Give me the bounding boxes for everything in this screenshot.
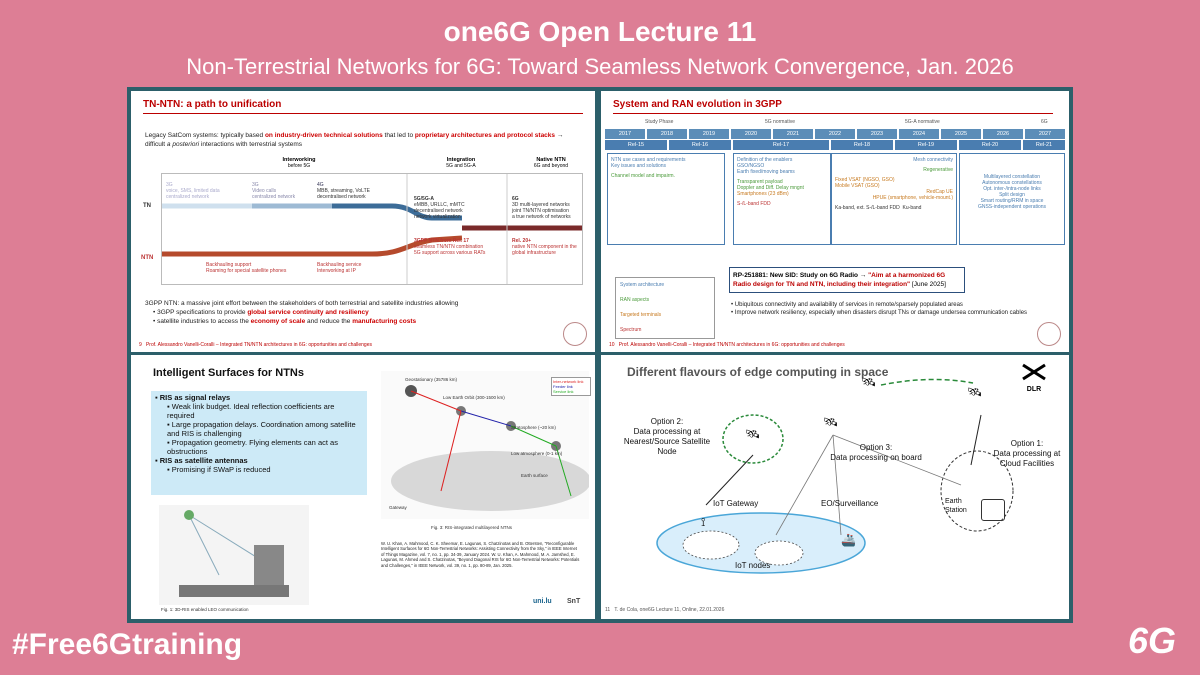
satellite-icon: 🛰	[861, 375, 877, 389]
col-integration: Integration 5G and 5G-A	[446, 157, 476, 169]
rp-251881-box: RP-251881: New SID: Study on 6G Radio → …	[729, 267, 965, 293]
tn-label: TN	[143, 203, 151, 209]
gen-5g: 5G/5G-A eMBB, URLLC, mMTC decentralised …	[414, 196, 465, 220]
release-cell: Rel-16	[669, 140, 731, 150]
col-interworking: Interworking before 5G	[282, 157, 316, 169]
gen-3g-a: 3G voice, SMS, limited data centralized …	[166, 182, 220, 200]
fig1-caption: Fig. 1: 3D-RIS enabled LEO communication	[161, 607, 249, 612]
ntn-backhaul: Backhauling support Roaming for special …	[206, 262, 287, 274]
effort-text: 3GPP NTN: a massive joint effort between…	[145, 300, 459, 325]
hashtag: #Free6Gtraining	[12, 628, 243, 661]
year-cell: 2026	[983, 129, 1023, 139]
year-cell: 2018	[647, 129, 687, 139]
timeline: 2017 2018 2019 2020 2021 2022 2023 2024 …	[605, 129, 1065, 151]
year-cell: 2021	[773, 129, 813, 139]
release-cell: Rel-19	[895, 140, 957, 150]
option1-label: Option 1: Data processing at Cloud Facil…	[993, 439, 1061, 468]
slide-tn-ntn: TN-NTN: a path to unification Legacy Sat…	[131, 91, 595, 352]
year-cell: 2017	[605, 129, 645, 139]
year-cell: 2024	[899, 129, 939, 139]
iot-nodes-label: IoT nodes	[735, 561, 771, 570]
slide-ris: Intelligent Surfaces for NTNs ▪ RIS as s…	[131, 355, 595, 619]
slide2-bullets: • Ubiquitous connectivity and availabili…	[731, 302, 1028, 316]
rel17-box: Definition of the enablers GSO/NGSO Eart…	[733, 153, 831, 245]
ntn-rel17: 3GPP NTN from Rel. 17 seamless TN/NTN co…	[414, 238, 486, 256]
university-seal-icon	[1037, 322, 1061, 346]
server-icon	[981, 499, 1005, 521]
rel15-16-box: NTN use cases and requirements Key issue…	[607, 153, 725, 245]
ship-icon: 🚢	[841, 533, 856, 547]
ntn-rel20: Rel. 20+ native NTN component in the glo…	[512, 238, 577, 256]
slide1-footer: 9 Prof. Alessandro Vanelli-Coralli – Int…	[139, 342, 372, 348]
iot-gateway-label: IoT Gateway	[713, 499, 759, 508]
title-underline	[143, 113, 583, 114]
year-cell: 2025	[941, 129, 981, 139]
release-cell: Rel-17	[733, 140, 829, 150]
leo-label: Low Earth Orbit (300-1500 km)	[443, 395, 505, 400]
slide3-title: Intelligent Surfaces for NTNs	[153, 367, 304, 379]
slide1-title: TN-NTN: a path to unification	[143, 99, 282, 110]
release-cell: Rel-18	[831, 140, 893, 150]
antenna-icon: ⟟	[701, 515, 706, 529]
edge-diagram	[656, 378, 1014, 574]
rel18-19-box: Mesh connectivity Regenerative Fixed VSA…	[831, 153, 957, 245]
rel20-21-box: Multilayered constellation Autonomous co…	[959, 153, 1065, 245]
gateway-label: Gateway	[389, 505, 407, 510]
year-cell: 2027	[1025, 129, 1065, 139]
ntn-label: NTN	[141, 255, 154, 261]
gen-6g: 6G 3D multi-layered networks joint TN/NT…	[512, 196, 571, 220]
strato-label: Stratosphere (~20 km)	[511, 425, 556, 430]
slide-edge-computing: Different flavours of edge computing in …	[601, 355, 1069, 619]
slide1-intro: Legacy SatCom systems: typically based o…	[145, 132, 564, 148]
satellite-icon: 🛰	[823, 415, 839, 429]
year-cell: 2019	[689, 129, 729, 139]
ntn-interwork: Backhauling service Interworking at IP	[317, 262, 362, 274]
evolution-lines	[162, 174, 582, 284]
6g-logo: 6G	[1128, 620, 1177, 661]
option3-label: Option 3: Data processing on board	[830, 443, 922, 462]
multilayer-ntn-figure	[381, 371, 589, 519]
release-cell: Rel-15	[605, 140, 667, 150]
earth-station-label: Earth Station	[945, 498, 967, 514]
slide4-title: Different flavours of edge computing in …	[627, 365, 889, 379]
slide2-footer: 10 Prof. Alessandro Vanelli-Coralli – In…	[609, 342, 845, 348]
fig3-caption: Fig. 3: RIS-integrated multilayered NTNs	[431, 525, 513, 530]
gen-3g-b: 3G Video calls centralized network	[252, 182, 296, 200]
year-cell: 2022	[815, 129, 855, 139]
release-cell: Rel-21	[1023, 140, 1065, 150]
legend: System architecture RAN aspects Targeted…	[615, 277, 715, 339]
gen-4g: 4G MBB, streaming, VoLTE decentralised n…	[317, 182, 370, 200]
phase-bar: Study Phase 5G normative 5G-A normative …	[645, 119, 1048, 125]
earth-label: Earth surface	[521, 473, 548, 478]
unilu-logo: uni.lu	[533, 598, 552, 605]
low-atm-label: Low atmosphere (0-1 km)	[511, 451, 563, 456]
snt-logo: SnT	[567, 598, 581, 605]
page-title: one6G Open Lecture 11	[443, 16, 757, 47]
page-subtitle: Non-Terrestrial Networks for 6G: Toward …	[186, 54, 1014, 79]
ris-bullets: ▪ RIS as signal relays ▪ Weak link budge…	[151, 391, 367, 495]
slide-3gpp-evolution: System and RAN evolution in 3GPP Study P…	[601, 91, 1069, 352]
slides-grid: TN-NTN: a path to unification Legacy Sat…	[127, 87, 1073, 623]
references: W. U. Khan, A. Mahmood, C. K. Sheemar, E…	[381, 541, 580, 568]
year-cell: 2020	[731, 129, 771, 139]
title-underline	[613, 113, 1053, 114]
year-cell: 2023	[857, 129, 897, 139]
satellite-icon: 🛰	[967, 385, 983, 399]
satellite-icon: 🛰	[745, 427, 761, 441]
dlr-logo: DLR	[1019, 363, 1049, 393]
release-cell: Rel-20	[959, 140, 1021, 150]
evolution-diagram: 3G voice, SMS, limited data centralized …	[161, 173, 583, 285]
slide4-footer: 11 T. de Cola, one6G Lecture 11, Online,…	[605, 607, 725, 613]
option2-label: Option 2: Data processing at Nearest/Sou…	[623, 417, 711, 456]
leo-ris-figure	[159, 505, 309, 605]
eo-surveillance-label: EO/Surveillance	[821, 499, 879, 508]
dlr-mark-icon	[1022, 363, 1046, 381]
col-native: Native NTN 6G and beyond	[533, 157, 569, 169]
geo-label: Geostationary (35786 km)	[405, 377, 458, 382]
university-seal-icon	[563, 322, 587, 346]
slide2-title: System and RAN evolution in 3GPP	[613, 99, 782, 110]
figure-legend: Inter-network link Feeder link Service l…	[551, 377, 591, 396]
